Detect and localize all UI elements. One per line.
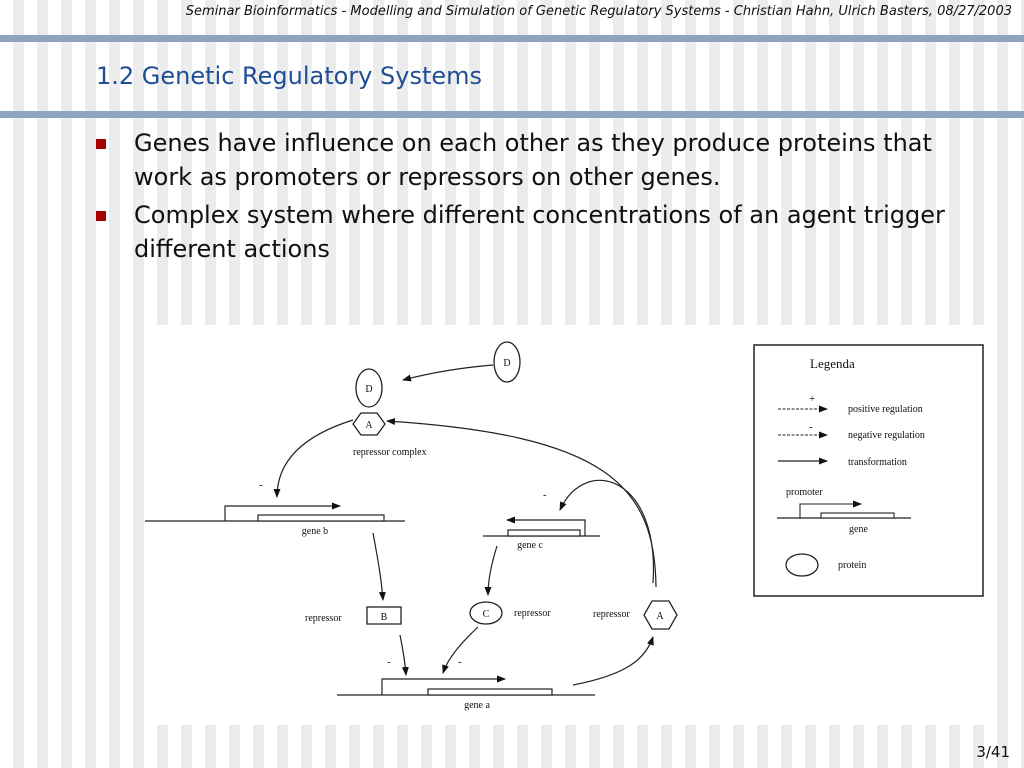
complex-a-label: A [365, 420, 373, 431]
arrow-repressor-b-to-gene-a [399, 634, 409, 676]
arrow-a-to-gene-c [559, 479, 654, 584]
repressor-c-text: repressor [514, 608, 551, 619]
bullet-text: Complex system where different concentra… [134, 201, 945, 263]
gene-a-promoter [381, 675, 506, 695]
complex-d-label: D [365, 384, 372, 395]
legend-gene-box [820, 512, 895, 519]
gene-a-label: gene a [464, 700, 490, 711]
legend-protein-shape [785, 553, 819, 577]
legend-plus-sign: + [809, 393, 815, 405]
arrow-d-to-complex [402, 364, 494, 382]
legend-frame [753, 344, 984, 597]
gene-b-label: gene b [302, 526, 328, 537]
sign-minus-gene-c: - [543, 489, 547, 501]
protein-a-shape [643, 600, 678, 630]
complex-d-shape [355, 368, 383, 408]
legend-promoter-label: promoter [786, 487, 823, 498]
slide-header: Seminar Bioinformatics - Modelling and S… [185, 4, 1012, 19]
protein-d-label: D [503, 358, 510, 369]
bullet-item: Complex system where different concentra… [96, 198, 946, 266]
bullet-item: Genes have influence on each other as th… [96, 126, 946, 194]
page-number: 3/41 [976, 743, 1010, 761]
arrow-complex-to-gene-b [273, 419, 354, 498]
arrow-gene-b-to-repressor-b [372, 532, 386, 601]
protein-d-shape [493, 341, 521, 383]
gene-c-label: gene c [517, 540, 543, 551]
slide-title: 1.2 Genetic Regulatory Systems [96, 62, 483, 90]
regulatory-network-diagram: D D A repressor complex - gene b repress… [145, 341, 984, 711]
bullet-text: Genes have influence on each other as th… [134, 129, 932, 191]
repressor-complex-label: repressor complex [353, 447, 427, 458]
legend-positive-label: positive regulation [848, 404, 923, 415]
header-rule [0, 35, 1024, 42]
repressor-b-label: B [381, 612, 388, 623]
legend-protein-label: protein [838, 560, 866, 571]
legend-minus-sign: - [809, 421, 813, 433]
legend-gene-label: gene [849, 524, 868, 535]
gene-c-box [507, 529, 581, 537]
legend-transformation-label: transformation [848, 457, 907, 468]
legend-title: Legenda [810, 356, 855, 371]
arrow-c-to-gene-a [442, 626, 479, 674]
regulatory-network-figure: D D A repressor complex - gene b repress… [145, 325, 997, 725]
gene-b-promoter [224, 502, 341, 521]
sign-minus-gene-a-1: - [387, 656, 391, 668]
gene-c-promoter [506, 516, 586, 536]
bullet-square-icon [96, 139, 106, 149]
arrow-gene-a-to-a [572, 636, 654, 686]
gene-a-box [427, 688, 553, 696]
repressor-a-text: repressor [593, 609, 630, 620]
title-rule [0, 111, 1024, 118]
sign-minus-gene-a-2: - [458, 656, 462, 668]
arrow-gene-c-to-c [484, 545, 498, 596]
repressor-b-text: repressor [305, 613, 342, 624]
complex-a-shape [352, 412, 386, 436]
protein-a-label: A [656, 611, 664, 622]
sign-minus-gene-b: - [259, 479, 263, 491]
bullet-list: Genes have influence on each other as th… [96, 126, 946, 270]
legend-promoter-arrow [799, 500, 862, 518]
legend-negative-label: negative regulation [848, 430, 925, 441]
protein-c-label: C [483, 609, 490, 620]
repressor-b-shape [366, 606, 402, 625]
gene-b-box [257, 514, 385, 522]
arrow-a-to-complex [386, 418, 657, 588]
legend: Legenda + positive regulation - negative… [753, 344, 984, 597]
bullet-square-icon [96, 211, 106, 221]
protein-c-shape [469, 601, 503, 625]
